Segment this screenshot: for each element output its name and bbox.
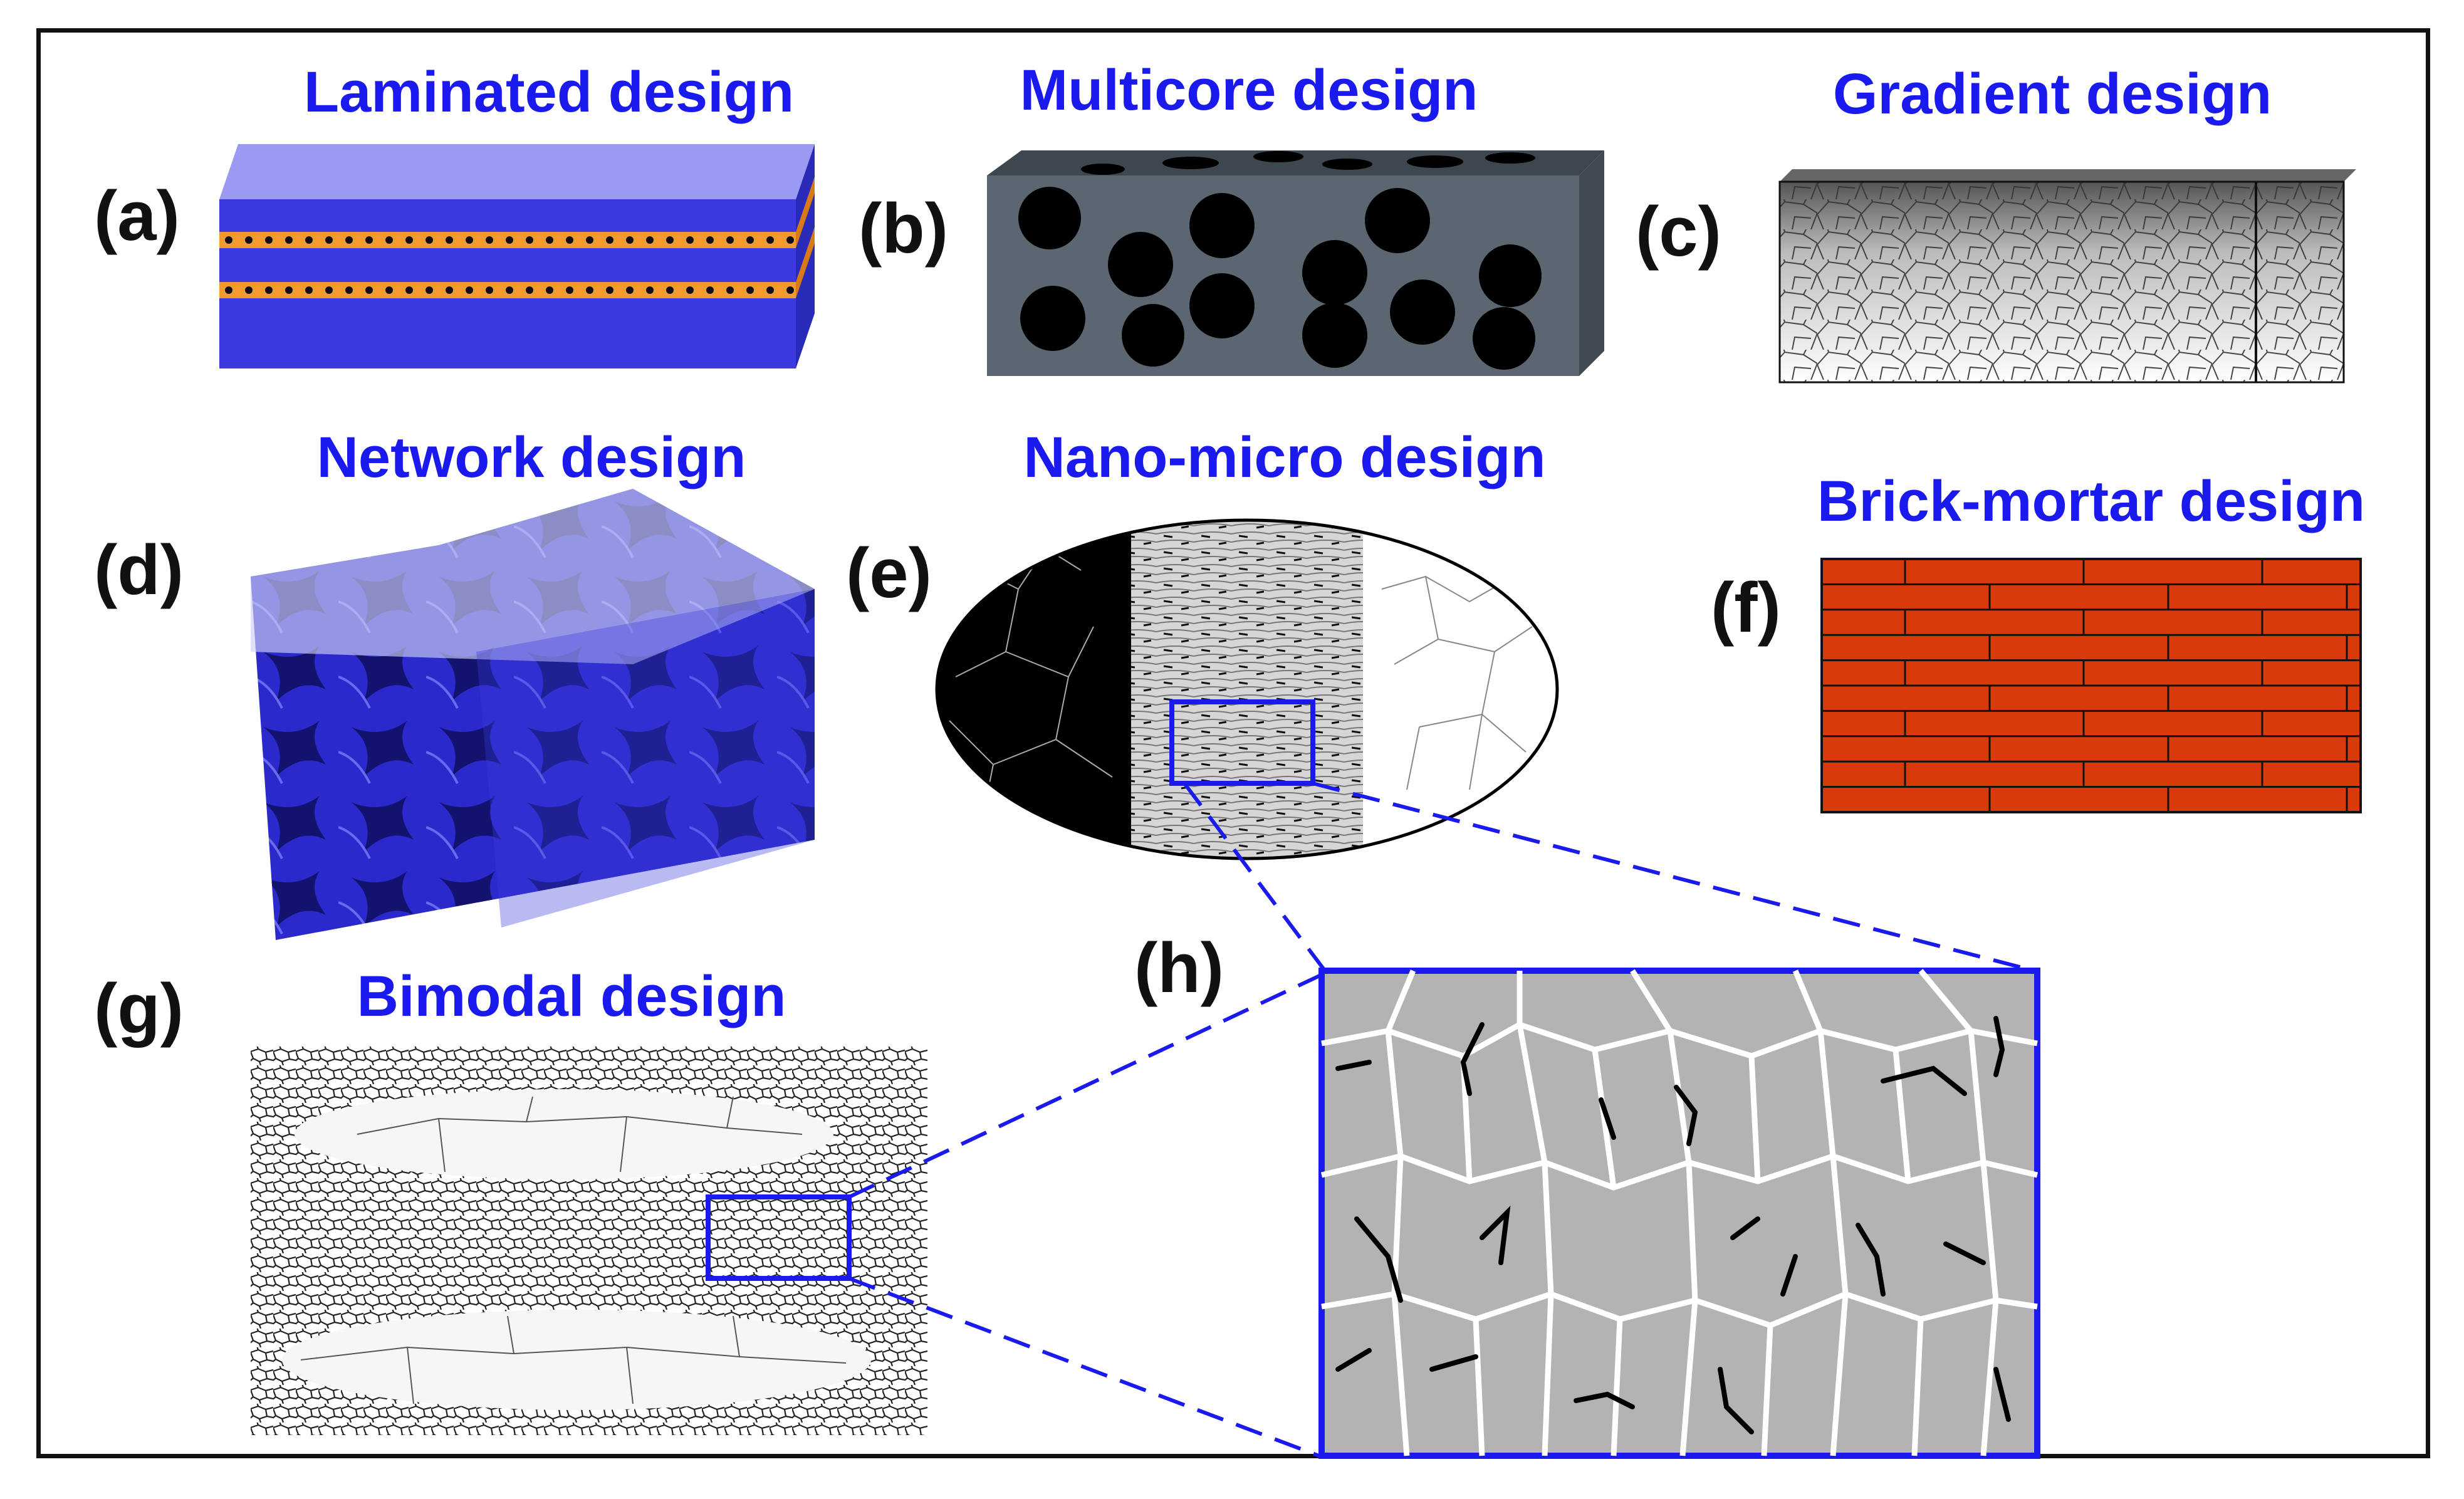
label-b: (b) <box>859 189 949 268</box>
title-network: Network design <box>316 426 746 489</box>
zoom-detail-illustration <box>1318 968 2040 1459</box>
gradient-illustration <box>1778 169 2356 384</box>
label-d: (d) <box>94 531 184 609</box>
label-f: (f) <box>1711 568 1781 647</box>
label-g: (g) <box>94 969 184 1048</box>
title-bimodal: Bimodal design <box>357 964 786 1028</box>
laminated-illustration <box>219 144 815 368</box>
bimodal-illustration <box>251 1047 927 1435</box>
title-nano-micro: Nano-micro design <box>1023 426 1546 489</box>
figure-frame <box>36 28 2430 1458</box>
brick-mortar-illustration <box>1820 558 2362 813</box>
title-gradient: Gradient design <box>1832 62 2272 126</box>
label-a: (a) <box>94 177 180 255</box>
title-laminated: Laminated design <box>303 60 795 124</box>
nano-micro-illustration <box>935 518 1559 860</box>
network-illustration <box>251 489 815 940</box>
title-multicore: Multicore design <box>1020 58 1478 122</box>
label-e: (e) <box>846 534 932 612</box>
label-c: (c) <box>1636 192 1721 271</box>
label-h: (h) <box>1134 929 1224 1007</box>
multicore-illustration <box>987 150 1604 376</box>
title-brick-mortar: Brick-mortar design <box>1817 469 2366 533</box>
